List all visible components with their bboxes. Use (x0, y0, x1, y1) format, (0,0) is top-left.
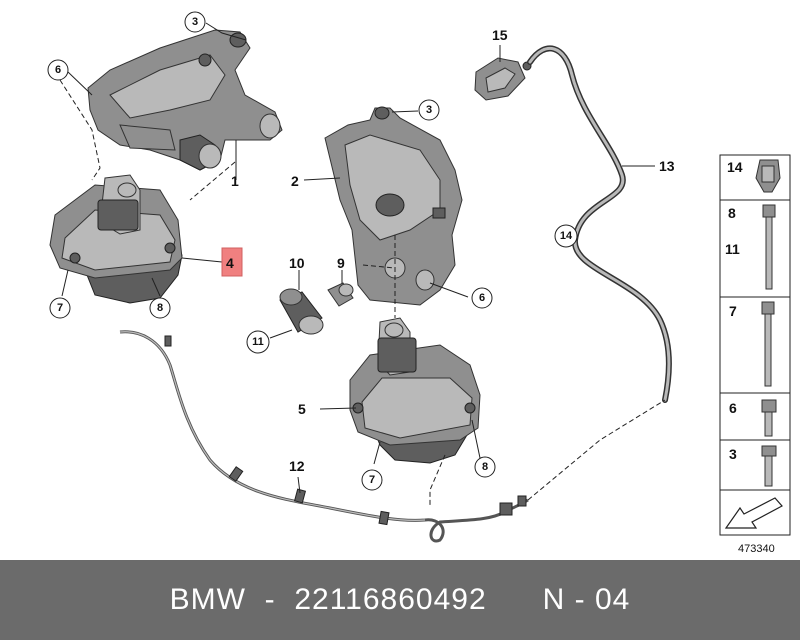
fastener-side-panel (719, 154, 791, 536)
callout-14-hose: 14 (554, 224, 578, 248)
callout-14-hose-label: 14 (560, 230, 573, 242)
sensor-connector-part-15[interactable] (474, 57, 532, 101)
callout-11: 11 (246, 330, 270, 354)
label-part-13[interactable]: 13 (659, 158, 675, 174)
callout-6-upper-label: 6 (55, 64, 61, 76)
side-panel-label-11[interactable]: 11 (725, 241, 740, 257)
bolt-part-8-11[interactable] (762, 204, 776, 290)
label-part-15[interactable]: 15 (492, 27, 508, 43)
callout-7-left: 7 (49, 297, 71, 319)
direction-arrow-icon (724, 497, 783, 529)
callout-3-upper-label: 3 (192, 16, 198, 28)
bolt-part-7[interactable] (761, 301, 775, 387)
callout-8-left: 8 (149, 297, 171, 319)
clip-part-14[interactable] (755, 159, 781, 193)
label-part-1[interactable]: 1 (231, 173, 239, 189)
wiring-harness-part-12[interactable] (119, 330, 529, 543)
engine-support-bracket-part-1[interactable] (87, 29, 283, 171)
side-panel-label-3[interactable]: 3 (729, 446, 737, 462)
footer-bar: BMW - 22116860492 N - 04 (0, 560, 800, 640)
footer-caption: BMW - 22116860492 N - 04 (0, 560, 800, 640)
callout-8-center: 8 (474, 456, 496, 478)
bolt-part-3[interactable] (761, 445, 777, 487)
drawing-number: 473340 (738, 543, 775, 555)
side-panel-label-7[interactable]: 7 (729, 303, 737, 319)
engine-bracket-part-2[interactable] (324, 106, 463, 306)
callout-8-center-label: 8 (482, 461, 488, 473)
highlighted-part-4-label[interactable]: 4 (221, 247, 243, 277)
callout-7-center: 7 (361, 469, 383, 491)
callout-3-upper: 3 (184, 11, 206, 33)
callout-8-left-label: 8 (157, 302, 163, 314)
label-part-12[interactable]: 12 (289, 458, 305, 474)
label-part-2[interactable]: 2 (291, 173, 299, 189)
callout-6-upper: 6 (47, 59, 69, 81)
footer-part-number: 22116860492 (294, 583, 487, 616)
callout-6-middle: 6 (471, 287, 493, 309)
callout-7-center-label: 7 (369, 474, 375, 486)
label-part-9[interactable]: 9 (337, 255, 345, 271)
footer-position-code: N - 04 (542, 583, 631, 616)
bolt-part-6[interactable] (761, 399, 777, 437)
side-panel-label-14[interactable]: 14 (727, 159, 743, 175)
label-part-4[interactable]: 4 (226, 255, 234, 271)
label-part-10[interactable]: 10 (289, 255, 305, 271)
footer-separator: - (264, 583, 276, 616)
callout-6-middle-label: 6 (479, 292, 485, 304)
label-part-5[interactable]: 5 (298, 401, 306, 417)
footer-brand: BMW (169, 583, 246, 616)
callout-7-left-label: 7 (57, 302, 63, 314)
vacuum-hose-part-13[interactable] (527, 45, 672, 403)
rubber-buffer-part-10[interactable] (279, 288, 324, 335)
callout-11-label: 11 (252, 336, 264, 348)
sleeve-part-9[interactable] (327, 282, 354, 307)
side-panel-label-6[interactable]: 6 (729, 400, 737, 416)
callout-3-middle-label: 3 (426, 104, 432, 116)
engine-mount-part-5[interactable] (349, 317, 481, 464)
callout-3-middle: 3 (418, 99, 440, 121)
side-panel-label-8[interactable]: 8 (728, 205, 736, 221)
exploded-parts-diagram: 3 6 3 7 8 11 6 7 (47, 11, 791, 555)
engine-mount-part-4[interactable] (49, 174, 183, 304)
